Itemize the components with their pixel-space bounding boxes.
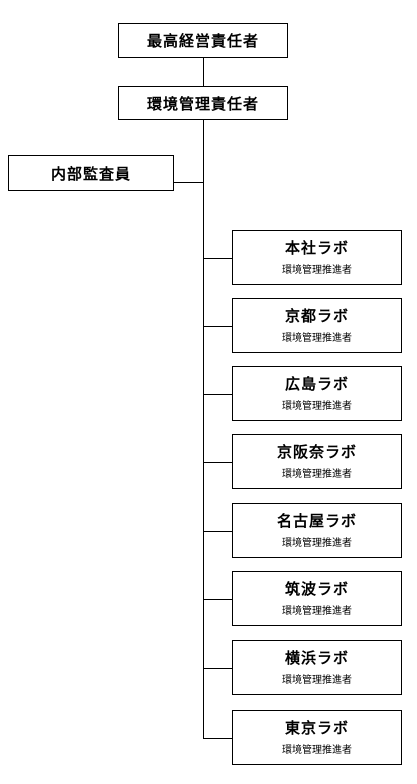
connector-lab-branch xyxy=(203,738,232,739)
env-manager-label: 環境管理責任者 xyxy=(146,94,259,113)
lab-box: 東京ラボ 環境管理推進者 xyxy=(232,710,402,765)
lab-box: 横浜ラボ 環境管理推進者 xyxy=(232,640,402,695)
lab-box: 名古屋ラボ 環境管理推進者 xyxy=(232,503,402,558)
env-manager-box: 環境管理責任者 xyxy=(118,86,288,120)
lab-name: 京都ラボ xyxy=(284,307,349,325)
lab-role: 環境管理推進者 xyxy=(282,469,352,480)
lab-role: 環境管理推進者 xyxy=(282,333,352,344)
lab-name: 筑波ラボ xyxy=(284,580,349,598)
top-manager-box: 最高経営責任者 xyxy=(118,23,288,58)
lab-role: 環境管理推進者 xyxy=(282,265,352,276)
connector-lab-branch xyxy=(203,326,232,327)
connector-auditor xyxy=(174,182,204,183)
lab-name: 東京ラボ xyxy=(284,719,349,737)
auditor-label: 内部監査員 xyxy=(50,164,131,183)
connector-top-to-env xyxy=(203,58,204,86)
lab-box: 京都ラボ 環境管理推進者 xyxy=(232,298,402,353)
lab-name: 京阪奈ラボ xyxy=(276,443,357,461)
lab-role: 環境管理推進者 xyxy=(282,675,352,686)
lab-name: 横浜ラボ xyxy=(284,649,349,667)
lab-name: 名古屋ラボ xyxy=(276,512,357,530)
connector-lab-branch xyxy=(203,394,232,395)
lab-name: 広島ラボ xyxy=(284,375,349,393)
connector-lab-branch xyxy=(203,531,232,532)
lab-name: 本社ラボ xyxy=(284,239,349,257)
lab-box: 本社ラボ 環境管理推進者 xyxy=(232,230,402,285)
lab-role: 環境管理推進者 xyxy=(282,606,352,617)
lab-role: 環境管理推進者 xyxy=(282,401,352,412)
lab-box: 京阪奈ラボ 環境管理推進者 xyxy=(232,434,402,489)
lab-box: 広島ラボ 環境管理推進者 xyxy=(232,366,402,421)
top-manager-label: 最高経営責任者 xyxy=(146,32,259,50)
auditor-box: 内部監査員 xyxy=(8,155,174,191)
connector-main-trunk xyxy=(203,120,204,738)
connector-lab-branch xyxy=(203,462,232,463)
connector-lab-branch xyxy=(203,258,232,259)
lab-role: 環境管理推進者 xyxy=(282,745,352,756)
lab-box: 筑波ラボ 環境管理推進者 xyxy=(232,571,402,626)
connector-lab-branch xyxy=(203,599,232,600)
connector-lab-branch xyxy=(203,668,232,669)
lab-role: 環境管理推進者 xyxy=(282,538,352,549)
